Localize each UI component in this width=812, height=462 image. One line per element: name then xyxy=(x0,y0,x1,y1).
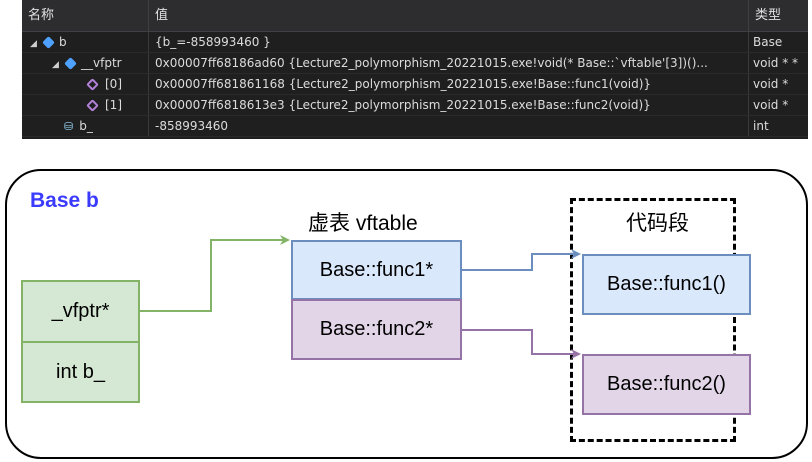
watch-name: [1] xyxy=(105,98,122,112)
vftable-entry-func2: Base::func2* xyxy=(291,299,462,360)
code-segment-title: 代码段 xyxy=(626,212,689,235)
watch-name: b_ xyxy=(79,119,93,133)
column-header-type[interactable]: 类型 xyxy=(755,8,782,23)
expand-arrow-icon[interactable]: ◢ xyxy=(52,60,59,70)
vftable-title: 虚表 vftable xyxy=(308,212,418,235)
arrow-func2-to-code xyxy=(462,329,581,359)
watch-row-index-0[interactable]: [0] 0x00007ff681861168 {Lecture2_polymor… xyxy=(22,74,808,95)
watch-type: Base xyxy=(753,35,783,49)
watch-value[interactable]: {b_=-858993460 } xyxy=(149,32,749,52)
watch-type: void * * xyxy=(753,56,799,70)
field-icon: ⛁ xyxy=(64,120,74,133)
code-entry-func2: Base::func2() xyxy=(582,354,751,415)
watch-type: void * xyxy=(753,77,789,91)
watch-window: 名称 值 类型 ◢ b {b_=-858993460 } Base ◢ __vfpt… xyxy=(22,0,808,139)
watch-name: [0] xyxy=(105,77,122,91)
watch-row-index-1[interactable]: [1] 0x00007ff6818613e3 {Lecture2_polymor… xyxy=(22,95,808,116)
object-title: Base b xyxy=(30,189,99,212)
watch-name: __vfptr xyxy=(81,56,122,70)
code-segment-boundary xyxy=(570,198,736,442)
expand-arrow-icon[interactable]: ◢ xyxy=(30,39,37,49)
watch-value[interactable]: -858993460 xyxy=(149,116,749,136)
object-field-vfptr: _vfptr* xyxy=(21,280,140,343)
column-header-name[interactable]: 名称 xyxy=(22,0,149,31)
watch-value[interactable]: 0x00007ff681861168 {Lecture2_polymorphis… xyxy=(149,74,749,94)
watch-value[interactable]: 0x00007ff6818613e3 {Lecture2_polymorphis… xyxy=(149,95,749,115)
object-field-b: int b_ xyxy=(21,341,140,403)
code-entry-func1: Base::func1() xyxy=(582,254,751,315)
watch-value[interactable]: 0x00007ff68186ad60 {Lecture2_polymorphis… xyxy=(149,53,749,73)
vftable-entry-func1: Base::func1* xyxy=(291,240,462,300)
watch-row-b-field[interactable]: ⛁ b_ -858993460 int xyxy=(22,116,808,137)
watch-type: int xyxy=(753,119,769,133)
watch-type: void * xyxy=(753,98,789,112)
arrow-func1-to-code xyxy=(462,249,581,271)
watch-row-b[interactable]: ◢ b {b_=-858993460 } Base xyxy=(22,32,808,53)
watch-header: 名称 值 类型 xyxy=(22,0,808,32)
watch-name: b xyxy=(59,35,67,49)
watch-row-vfptr[interactable]: ◢ __vfptr 0x00007ff68186ad60 {Lecture2_po… xyxy=(22,53,808,74)
column-header-value[interactable]: 值 xyxy=(149,0,749,31)
memory-diagram xyxy=(5,169,808,459)
arrow-vfptr-to-vftable xyxy=(140,235,290,312)
